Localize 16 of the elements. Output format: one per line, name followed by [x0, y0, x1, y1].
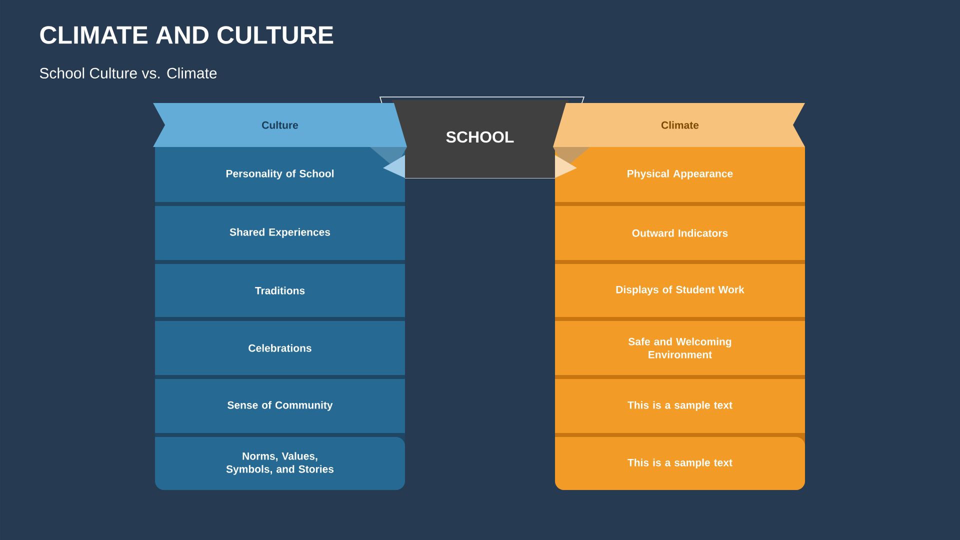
list-row: Traditions: [155, 264, 405, 317]
subtitle: School Culture vs. Climate: [40, 68, 217, 78]
list-row: Norms, Values, Symbols, and Stories: [155, 437, 405, 490]
list-row: Personality of School: [155, 147, 405, 202]
list-row: Displays of Student Work: [555, 264, 805, 317]
list-row: Celebrations: [155, 321, 405, 375]
list-row: Outward Indicators: [555, 206, 805, 260]
list-row: Sense of Community: [155, 379, 405, 433]
list-row: Physical Appearance: [555, 147, 805, 202]
list-row: This is a sample text: [555, 379, 805, 433]
ribbon-banner: Culture: [153, 103, 407, 147]
list-row: Safe and Welcoming Environment: [555, 321, 805, 375]
list-row: This is a sample text: [555, 437, 805, 490]
title: CLIMATE AND CULTURE: [40, 26, 334, 44]
ribbon-banner: Climate: [553, 103, 805, 147]
list-row: Shared Experiences: [155, 206, 405, 260]
